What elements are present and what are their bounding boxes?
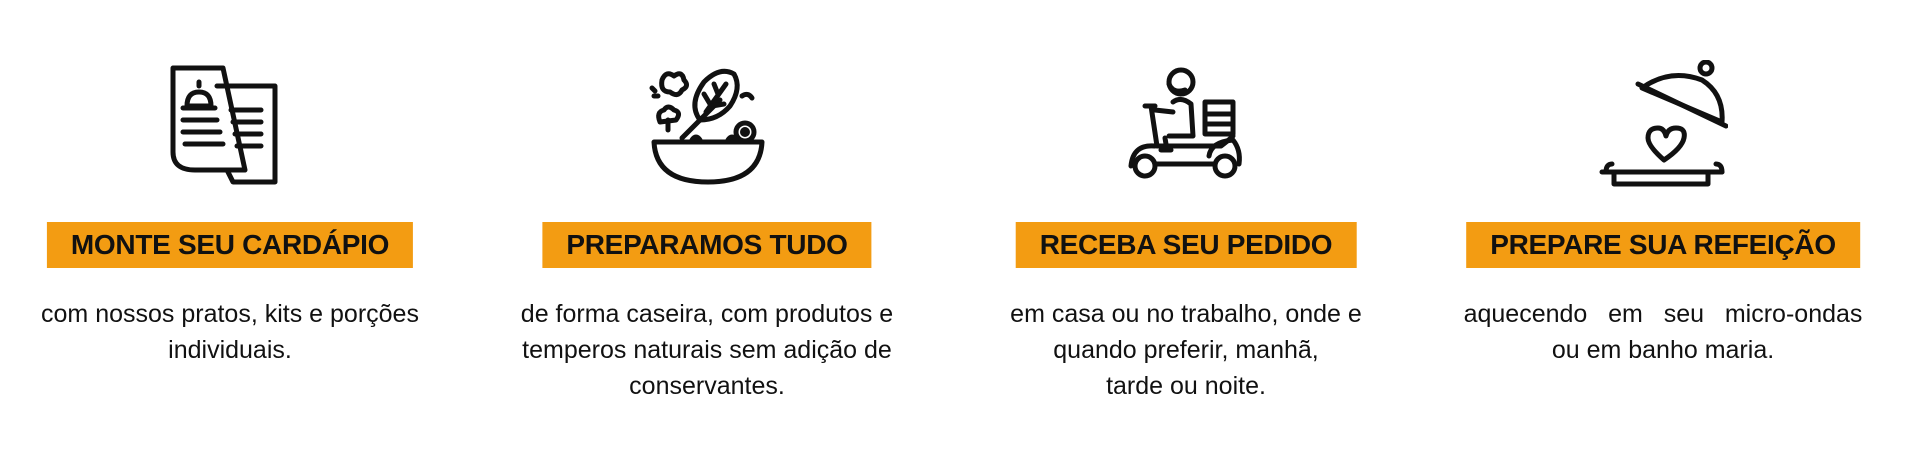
salad-bowl-icon [642,60,772,190]
delivery-scooter-icon [1121,60,1251,190]
step-preparamos-tudo: PREPARAMOS TUDO de forma caseira, com pr… [497,0,917,460]
description-line: aquecendo em seu micro-ondas [1463,300,1863,328]
step-description: em casa ou no trabalho, onde e quando pr… [976,296,1396,404]
step-monte-cardapio: MONTE SEU CARDÁPIO com nossos pratos, ki… [20,0,440,460]
step-title: PREPARAMOS TUDO [542,222,872,268]
description-line: de forma caseira, com produtos e [520,300,894,328]
step-title: RECEBA SEU PEDIDO [1015,222,1357,268]
description-line: tarde ou noite. [1106,372,1266,400]
description-line: em casa ou no trabalho, onde e [1010,300,1362,328]
step-prepare-refeicao: PREPARE SUA REFEIÇÃO aquecendo em seu mi… [1453,0,1873,460]
description-line: temperos naturais sem adição de [522,336,892,364]
menu-document-icon [165,60,295,190]
description-line: ou em banho maria. [1551,336,1775,364]
step-description: aquecendo em seu micro-ondas ou em banho… [1453,296,1873,368]
step-receba-pedido: RECEBA SEU PEDIDO em casa ou no trabalho… [976,0,1396,460]
description-line: conservantes. [629,372,785,400]
step-description: de forma caseira, com produtos e tempero… [497,296,917,404]
description-line: quando preferir, manhã, [1053,336,1319,364]
description-line: individuais. [168,336,292,364]
step-title: MONTE SEU CARDÁPIO [46,222,414,268]
description-line: com nossos pratos, kits e porções [41,300,419,328]
step-description: com nossos pratos, kits e porções indivi… [20,296,440,368]
step-title: PREPARE SUA REFEIÇÃO [1466,222,1860,268]
cloche-heart-icon [1598,60,1728,190]
